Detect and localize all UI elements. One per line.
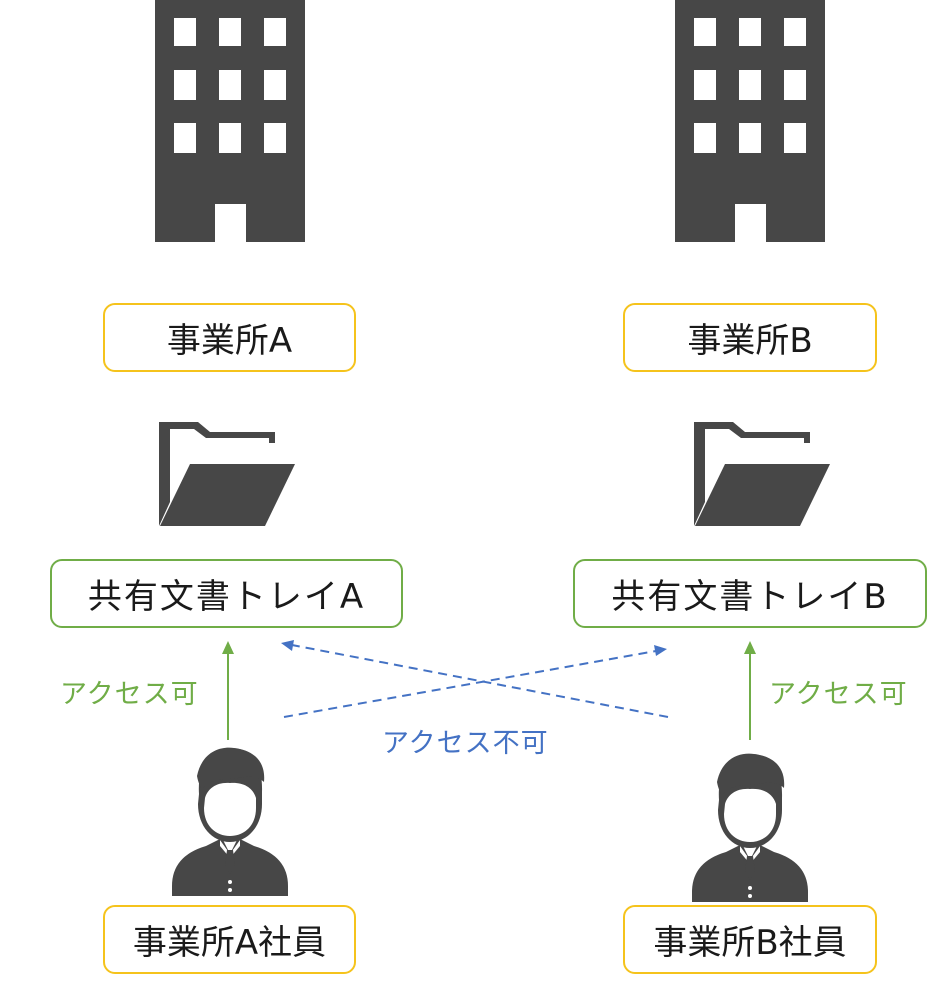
employee-a-label: 事業所A社員	[103, 905, 356, 974]
folder-a-icon	[159, 422, 295, 526]
office-a-label: 事業所A	[103, 303, 356, 372]
access-ok-label-a: アクセス可	[60, 679, 199, 710]
access-denied-arrow-a-to-b	[283, 650, 657, 718]
access-denied-arrowhead-a-to-b	[654, 645, 667, 656]
access-ok-arrowhead-a	[222, 641, 234, 654]
office-b-label: 事業所B	[623, 303, 877, 372]
person-b-icon	[692, 753, 808, 902]
access-denied-arrow-b-to-a	[291, 644, 669, 718]
building-b-icon	[675, 0, 825, 242]
access-denied-label: アクセス不可	[382, 728, 549, 759]
tray-a-label: 共有文書トレイA	[50, 559, 403, 628]
access-denied-arrowhead-b-to-a	[281, 640, 294, 651]
access-ok-label-b: アクセス可	[769, 679, 908, 710]
access-ok-arrowhead-b	[744, 641, 756, 654]
building-a-icon	[155, 0, 305, 242]
employee-b-label: 事業所B社員	[623, 905, 877, 974]
tray-b-label: 共有文書トレイB	[573, 559, 927, 628]
person-a-icon	[172, 747, 288, 896]
folder-b-icon	[694, 422, 830, 526]
